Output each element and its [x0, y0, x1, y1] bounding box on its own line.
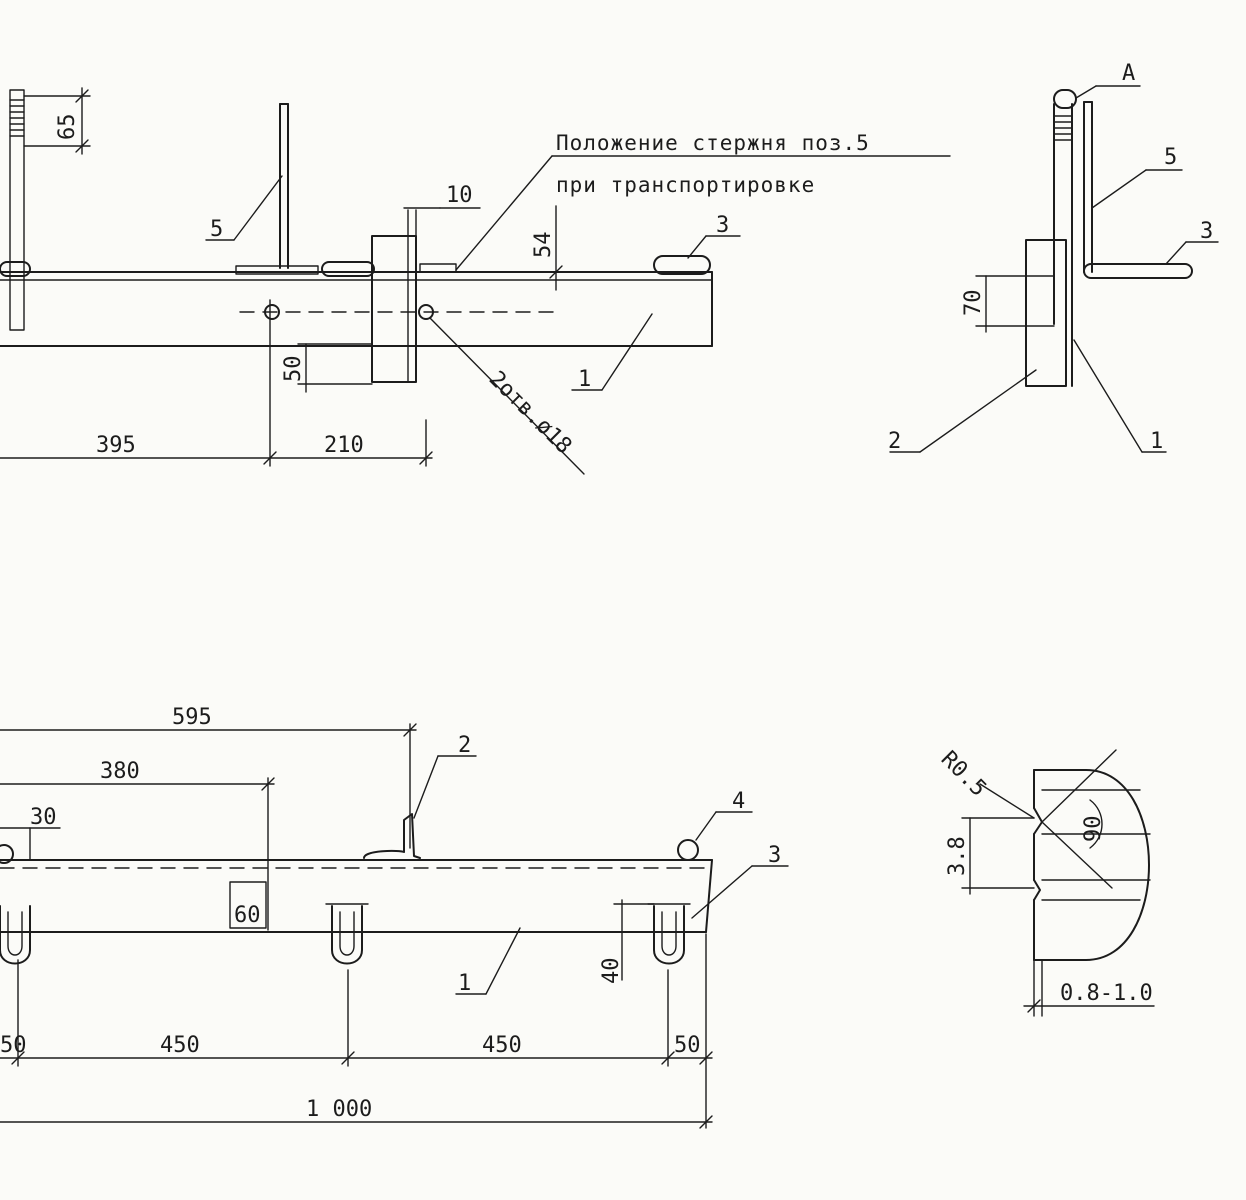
dim-30: 30 — [30, 805, 57, 830]
bracket-2 — [363, 813, 421, 859]
dim-65: 65 — [55, 114, 80, 141]
pos-1-bottom: 1 — [458, 971, 471, 996]
dim-60: 60 — [234, 903, 261, 928]
pos-5-side: 5 — [1164, 145, 1177, 170]
side-view: A 5 3 70 2 1 — [888, 61, 1219, 454]
dim-40: 40 — [599, 958, 624, 985]
side-plate — [1025, 239, 1067, 387]
dim-10: 10 — [446, 183, 473, 208]
loop-right — [653, 255, 711, 275]
bolt-head-a — [1053, 89, 1077, 109]
pos-3-top: 3 — [716, 213, 729, 238]
pos-2-side: 2 — [888, 429, 901, 454]
holes-label: 2отв.ø18 — [484, 367, 577, 460]
hole-2 — [418, 304, 434, 320]
dim-395: 395 — [96, 433, 136, 458]
transport-rod — [419, 263, 457, 273]
bracket-plate — [371, 235, 417, 383]
u-loop-2 — [325, 903, 369, 965]
hole-1 — [264, 304, 280, 320]
rod-thread-hatch — [9, 99, 25, 137]
dim-1000: 1 000 — [306, 1097, 372, 1122]
detail-a: R0.5 90 3.8 0.8-1.0 — [936, 747, 1155, 1017]
pos-2-bottom: 2 — [458, 733, 471, 758]
dim-210: 210 — [324, 433, 364, 458]
dim-595: 595 — [172, 705, 212, 730]
dim-38: 3.8 — [945, 836, 970, 876]
dim-54: 54 — [531, 232, 556, 259]
side-thread-hatch — [1053, 115, 1073, 141]
pos-5-top: 5 — [210, 217, 223, 242]
u-loop-3 — [647, 903, 691, 965]
dim-450-a: 450 — [160, 1033, 200, 1058]
knob-4 — [677, 839, 699, 861]
dim-50-top: 50 — [281, 356, 306, 383]
dim-70: 70 — [961, 290, 986, 317]
dim-50-left: 50 — [0, 1033, 27, 1058]
loop-mid — [321, 261, 375, 277]
angle-90: 90 — [1081, 816, 1106, 843]
dim-50-right: 50 — [674, 1033, 701, 1058]
dim-0810: 0.8-1.0 — [1060, 981, 1153, 1006]
knob-left — [0, 844, 14, 864]
dim-450-b: 450 — [482, 1033, 522, 1058]
detail-outline — [1033, 769, 1150, 961]
pos-3-bottom: 3 — [768, 843, 781, 868]
top-view: 65 5 10 Положение сте — [0, 87, 951, 475]
note-line2: при транспортировке — [556, 173, 815, 197]
bottom-view: 60 595 380 30 40 2 4 3 1 — [0, 705, 789, 1129]
pos-3-side: 3 — [1200, 219, 1213, 244]
r05: R0.5 — [936, 747, 991, 802]
pos-1-top: 1 — [578, 367, 591, 392]
loop-left — [0, 261, 31, 277]
left-rod — [9, 89, 25, 331]
rod-5-base — [235, 265, 319, 275]
block-60 — [229, 881, 267, 929]
pos-4-bottom: 4 — [732, 789, 745, 814]
label-a: A — [1122, 61, 1135, 86]
dim-380: 380 — [100, 759, 140, 784]
u-loop-1 — [0, 905, 31, 965]
side-loop — [1083, 263, 1193, 279]
pos-1-side: 1 — [1150, 429, 1163, 454]
note-line1: Положение стержня поз.5 — [556, 131, 870, 155]
